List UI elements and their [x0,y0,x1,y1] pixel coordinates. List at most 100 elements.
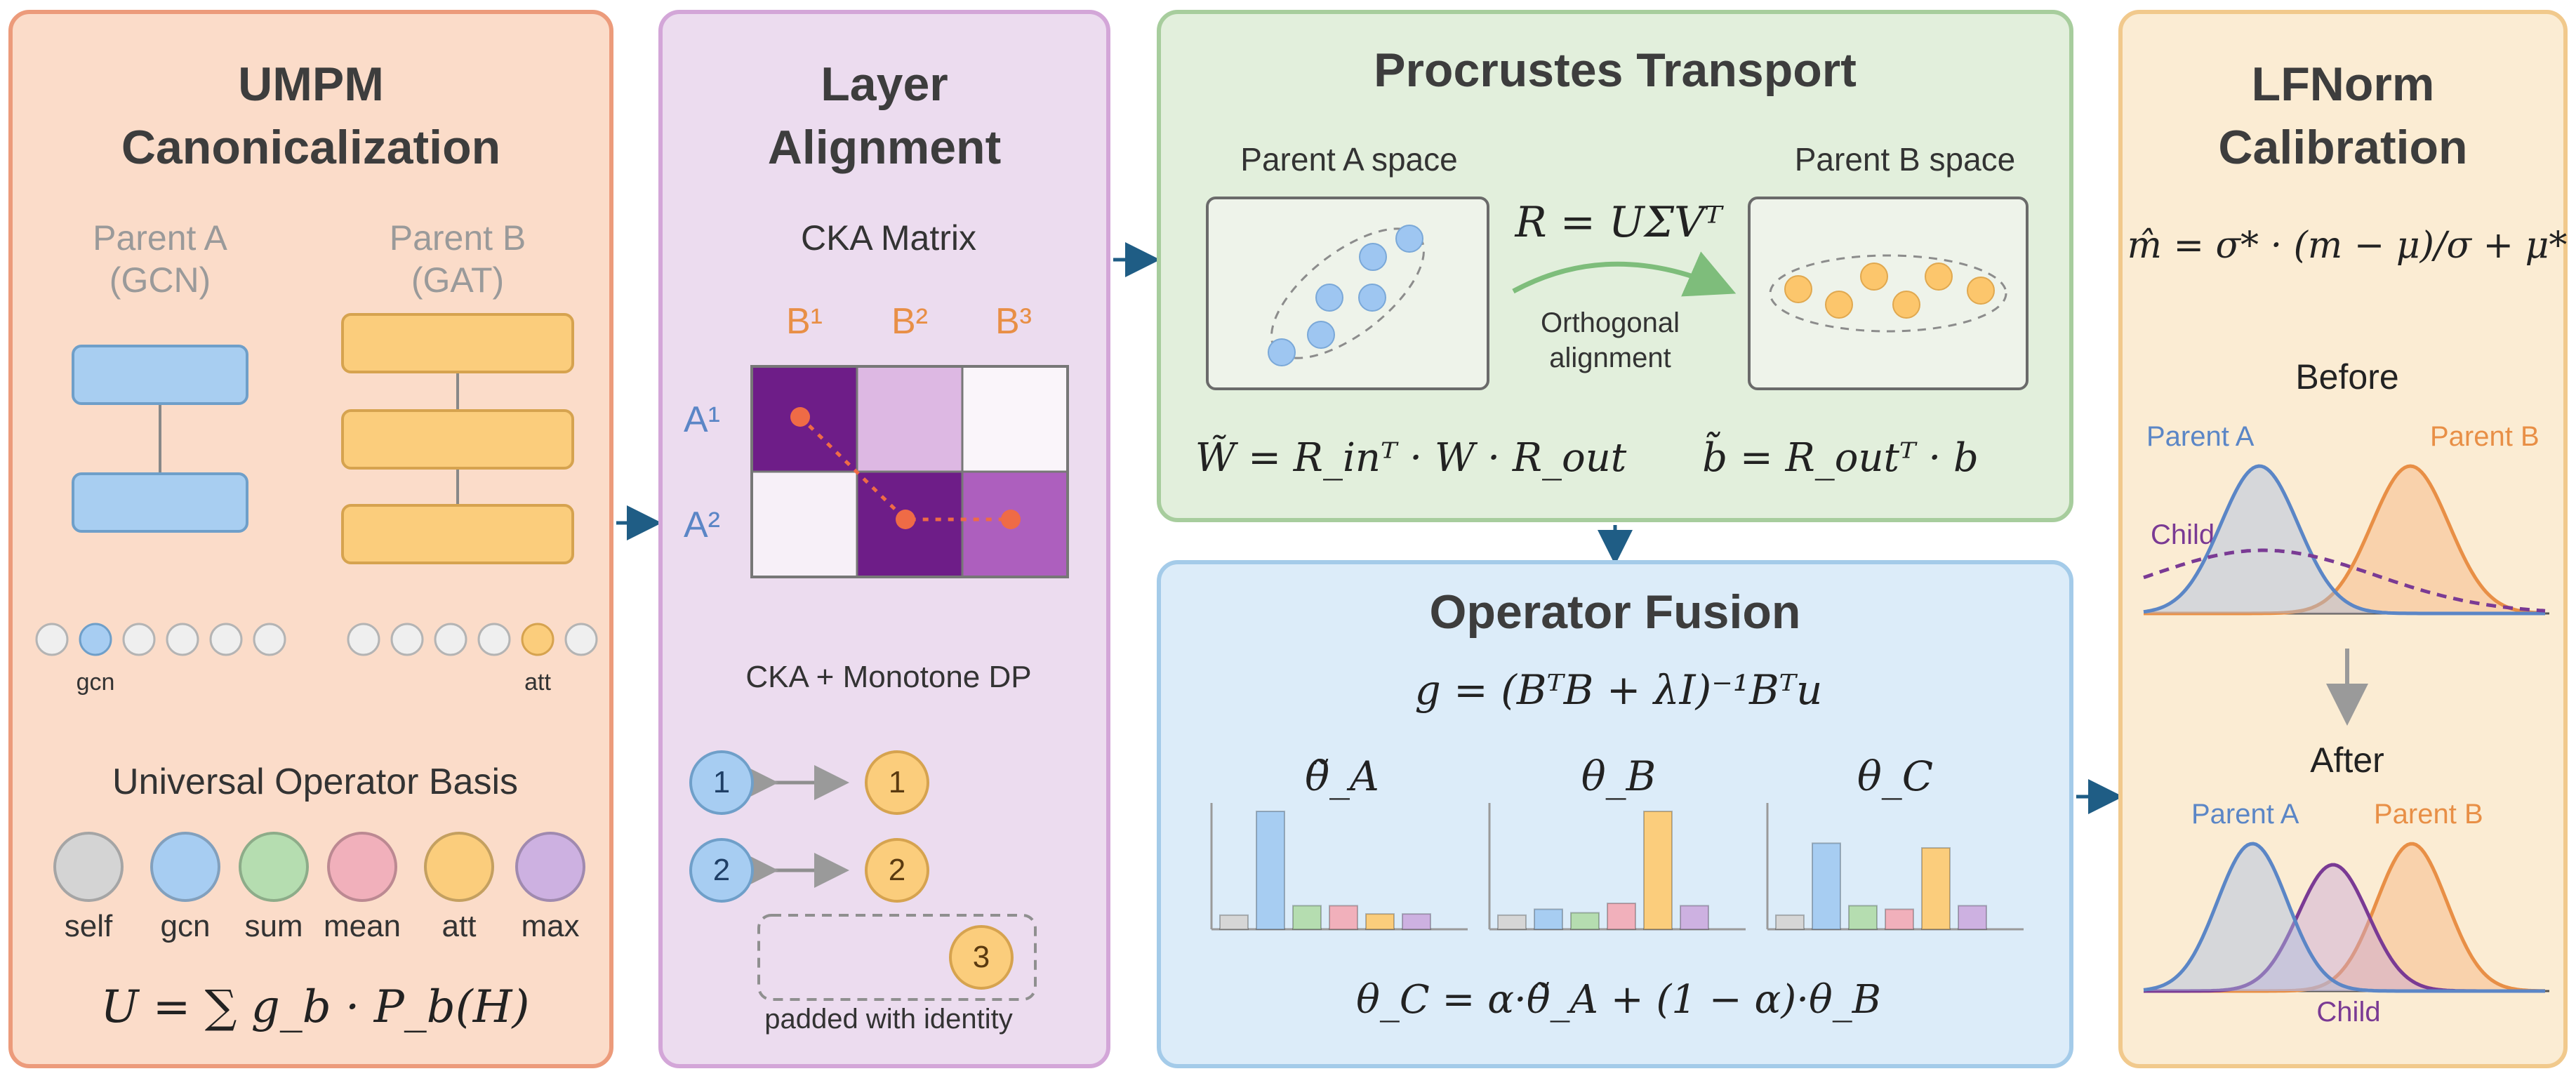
chart-label-theta-a: θ̃_A [1305,752,1379,800]
before-child-label: Child [2151,519,2215,550]
after-child-label: Child [2316,997,2381,1028]
rotation-formula: R = UΣVᵀ [1515,198,1722,247]
cka-matrix-graphic [689,365,1069,1001]
lfnorm-distributions [2143,464,2549,993]
before-parent-b-label: Parent B [2430,421,2540,452]
fusion-bar [1848,905,1878,930]
fusion-bar [1329,905,1358,930]
parent-a-label: Parent A [93,218,227,258]
layer-node-b3 [949,925,1014,990]
after-child-curve-fill [2144,865,2547,991]
rotation-arrow [1512,251,1737,297]
dp-title: CKA + Monotone DP [745,660,1032,694]
fusion-bar-charts [1210,803,2024,931]
before-parent-b-curve [2144,464,2546,616]
fusion-bar [1219,914,1249,930]
fusion-title: Operator Fusion [1429,585,1801,639]
after-label: After [2310,740,2384,780]
b-formula: b̃ = R_outᵀ · b [1702,435,1979,481]
basis-title: Universal Operator Basis [112,762,518,802]
dp-path-node [790,407,810,427]
umpm-title-line1: UMPM [238,58,384,111]
cka-matrix-title: CKA Matrix [800,218,977,258]
fusion-bar [1365,913,1395,931]
dp-path-node [1001,510,1021,529]
panel-procrustes: Procrustes Transport Parent A space Pare… [1157,10,2073,522]
procrustes-title: Procrustes Transport [1374,44,1857,97]
space-b-label: Parent B space [1794,141,2016,178]
dp-path [799,416,1011,521]
panel-layer-alignment: Layer Alignment CKA Matrix B¹ B² B³ A¹ A… [658,10,1110,1068]
fusion-bar [1885,908,1914,931]
parent-b-label: Parent B [389,218,526,258]
basis-circle-sum [239,832,309,902]
col-label-b3: B³ [995,301,1032,342]
node-b3-label: 3 [972,940,990,974]
fusion-bar [1292,905,1322,930]
basis-label-max: max [521,909,580,943]
arrow-label-line1: Orthogonal [1541,307,1680,338]
lfnorm-title-line2: Calibration [2218,121,2468,174]
basis-label-att: att [441,909,477,943]
gat-layer-block [341,313,574,373]
before-parent-a-curve [2143,464,2545,616]
procrustes-graphic [1206,197,2029,390]
fusion-bar [1402,913,1431,931]
after-parent-a-curve [2143,842,2545,993]
fusion-bar [1812,842,1841,930]
basis-circle-max [515,832,585,902]
basis-label-mean: mean [323,909,401,943]
panel-lfnorm: LFNorm Calibration m̂ = σ* · (m − μ)/σ +… [2118,10,2568,1068]
arrow-label-line2: alignment [1549,343,1671,373]
gcn-layer-block [72,472,248,533]
node-a1-label: 1 [712,765,731,799]
layer-node-a1 [689,750,754,815]
umpm-title-line2: Canonicalization [121,121,501,174]
one-hot-dots-b [347,623,598,656]
basis-circle-att [424,832,494,902]
before-parent-a-label: Parent A [2146,421,2255,452]
col-label-b1: B¹ [786,301,823,342]
space-a-label: Parent A space [1240,141,1458,178]
cka-cell [962,366,1068,472]
after-parent-b-label: Parent B [2374,799,2483,830]
node-b1-label: 1 [888,765,906,799]
dot-label-gcn: gcn [76,669,115,696]
fusion-bar [1921,847,1951,930]
lfnorm-title-line1: LFNorm [2251,58,2435,111]
umpm-graphics [35,313,598,656]
layer-node-a2 [689,838,754,903]
node-b2-label: 2 [888,853,906,887]
gcn-layer-block [72,345,248,405]
space-a-points [1268,225,1423,366]
umpm-formula-text: U = ∑ g_b · P_b(H) [100,981,530,1033]
mix-formula: θ_C = α·θ̃_A + (1 − α)·θ_B [1356,977,1881,1023]
chart-label-theta-b: θ_B [1581,752,1657,800]
row-label-a2: A² [684,505,720,545]
before-parent-a-curve-fill [2144,466,2547,613]
fusion-bar [1680,905,1709,930]
space-b-box [1748,197,2029,390]
layer-node-b2 [865,838,929,903]
padded-box [757,914,1037,1001]
layer-title-line1: Layer [821,58,948,111]
panel-operator-fusion: Operator Fusion g = (BᵀB + λI)⁻¹Bᵀu θ̃_A… [1157,560,2073,1068]
chart-label-theta-c: θ_C [1857,752,1934,800]
row-label-a1: A¹ [684,399,720,440]
fusion-bar [1497,914,1527,930]
before-label: Before [2295,357,2399,397]
basis-label-gcn: gcn [160,909,211,943]
fusion-bar [1643,811,1673,930]
umpm-formula: U = ∑ g_b · P_b(H) [100,981,529,1033]
after-parent-a-curve-fill [2144,844,2547,991]
match-pairs [689,750,1037,1001]
after-parent-a-label: Parent A [2191,799,2299,830]
fusion-bar [1570,912,1600,931]
fusion-bar [1775,914,1805,930]
before-child-curve [2143,548,2546,613]
fusion-bar [1958,905,1987,930]
padded-text: padded with identity [764,1004,1013,1035]
cka-cell [752,472,857,577]
node-a2-label: 2 [712,853,731,887]
